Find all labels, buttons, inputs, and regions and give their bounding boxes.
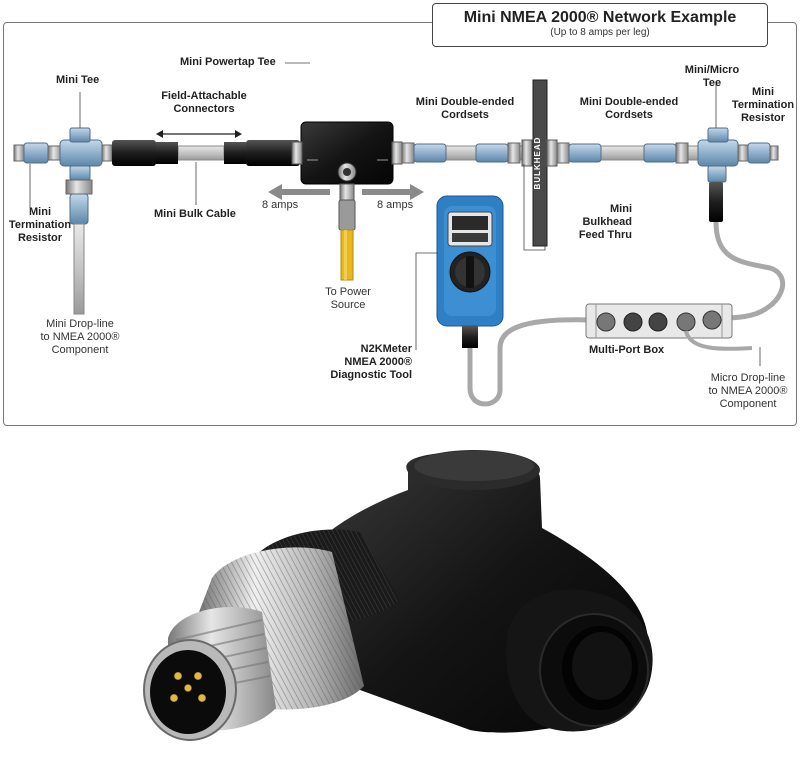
label-bulkhead-line3: Feed Thru <box>578 229 632 241</box>
label-mini-double-ended-right: Mini Double-ended Cordsets <box>574 96 684 122</box>
label-mini-drop-line: Mini Drop-line to NMEA 2000® Component <box>32 318 128 357</box>
multi-port-box <box>585 303 753 351</box>
label-term-right-line1: Mini <box>752 86 774 98</box>
label-mini-powertap-tee: Mini Powertap Tee <box>180 56 276 68</box>
label-mini-termination-right: Mini Termination Resistor <box>726 86 800 125</box>
label-mini-termination-left: Mini Termination Resistor <box>6 206 74 245</box>
mini-tee-left <box>59 127 113 181</box>
mini-termination-resistor-right <box>747 142 779 164</box>
mini-micro-tee-right <box>697 127 749 183</box>
connector-photo <box>143 450 653 741</box>
diagram-title: Mini NMEA 2000® Network Example <box>463 9 737 26</box>
label-field-attachable-line2: Connectors <box>173 103 235 115</box>
label-cordsets-left-line1: Mini Double-ended <box>415 96 515 108</box>
label-cordsets-right-line1: Mini Double-ended <box>579 96 679 108</box>
label-field-attachable-line1: Field-Attachable <box>161 90 247 102</box>
mini-drop-line-left <box>65 179 93 315</box>
current-arrows <box>268 184 424 200</box>
label-term-right-line2: Termination <box>731 99 795 111</box>
label-mini-micro-tee: Mini/Micro Tee <box>682 64 742 90</box>
label-micro-drop-line: Micro Drop-line to NMEA 2000® Component <box>700 372 796 411</box>
label-mini-tee: Mini Tee <box>56 74 100 86</box>
mini-double-ended-cordsets-left <box>401 142 521 164</box>
mini-powertap-tee <box>291 121 403 201</box>
label-mini-bulkhead-feed-thru: Mini Bulkhead Feed Thru <box>560 203 632 242</box>
label-drop-right-line3: Component <box>719 398 777 410</box>
label-cordsets-left-line2: Cordsets <box>441 109 489 121</box>
bulkhead-panel <box>521 79 558 247</box>
diagram-subtitle: (Up to 8 amps per leg) <box>550 27 650 38</box>
label-n2k-line2: NMEA 2000® <box>344 356 412 368</box>
label-amps-right: 8 amps <box>377 199 414 211</box>
label-mini-micro-tee-line2: Tee <box>702 77 722 89</box>
label-term-left-line3: Resistor <box>17 232 63 244</box>
mini-double-ended-cordsets-right <box>556 142 689 164</box>
label-mini-double-ended-left: Mini Double-ended Cordsets <box>410 96 520 122</box>
label-term-right-line3: Resistor <box>740 112 786 124</box>
label-cordsets-right-line2: Cordsets <box>605 109 653 121</box>
label-term-left-line1: Mini <box>29 206 51 218</box>
label-drop-left-line2: to NMEA 2000® <box>40 331 120 343</box>
power-source-cable <box>338 199 356 281</box>
diagram-title-box: Mini NMEA 2000® Network Example (Up to 8… <box>432 3 768 47</box>
label-bulkhead-line1: Mini <box>610 203 632 215</box>
label-to-power-source: To Power Source <box>316 286 380 312</box>
field-attachable-connectors <box>112 130 300 166</box>
label-n2kmeter: N2KMeter NMEA 2000® Diagnostic Tool <box>324 343 412 382</box>
label-multi-port-box: Multi-Port Box <box>589 344 665 356</box>
mini-termination-resistor-left <box>13 142 63 164</box>
label-drop-right-line1: Micro Drop-line <box>710 372 786 384</box>
label-to-power-line2: Source <box>330 299 366 311</box>
label-to-power-line1: To Power <box>325 286 371 298</box>
label-n2k-line1: N2KMeter <box>360 343 412 355</box>
label-leader-lines <box>29 62 761 366</box>
label-bulkhead-line2: Bulkhead <box>582 216 632 228</box>
label-drop-left-line3: Component <box>51 344 109 356</box>
label-n2k-line3: Diagnostic Tool <box>330 369 412 381</box>
label-amps-left: 8 amps <box>262 199 299 211</box>
label-field-attachable: Field-Attachable Connectors <box>156 90 252 116</box>
bulkhead-vertical-text: BULKHEAD <box>533 137 542 190</box>
label-mini-bulk-cable: Mini Bulk Cable <box>154 208 236 220</box>
label-drop-right-line2: to NMEA 2000® <box>708 385 788 397</box>
n2kmeter-device <box>436 195 591 407</box>
label-term-left-line2: Termination <box>8 219 72 231</box>
diagram-panel <box>3 22 797 426</box>
label-drop-left-line1: Mini Drop-line <box>46 318 114 330</box>
micro-drop-cable-right <box>709 182 786 321</box>
label-mini-micro-tee-line1: Mini/Micro <box>684 64 740 76</box>
